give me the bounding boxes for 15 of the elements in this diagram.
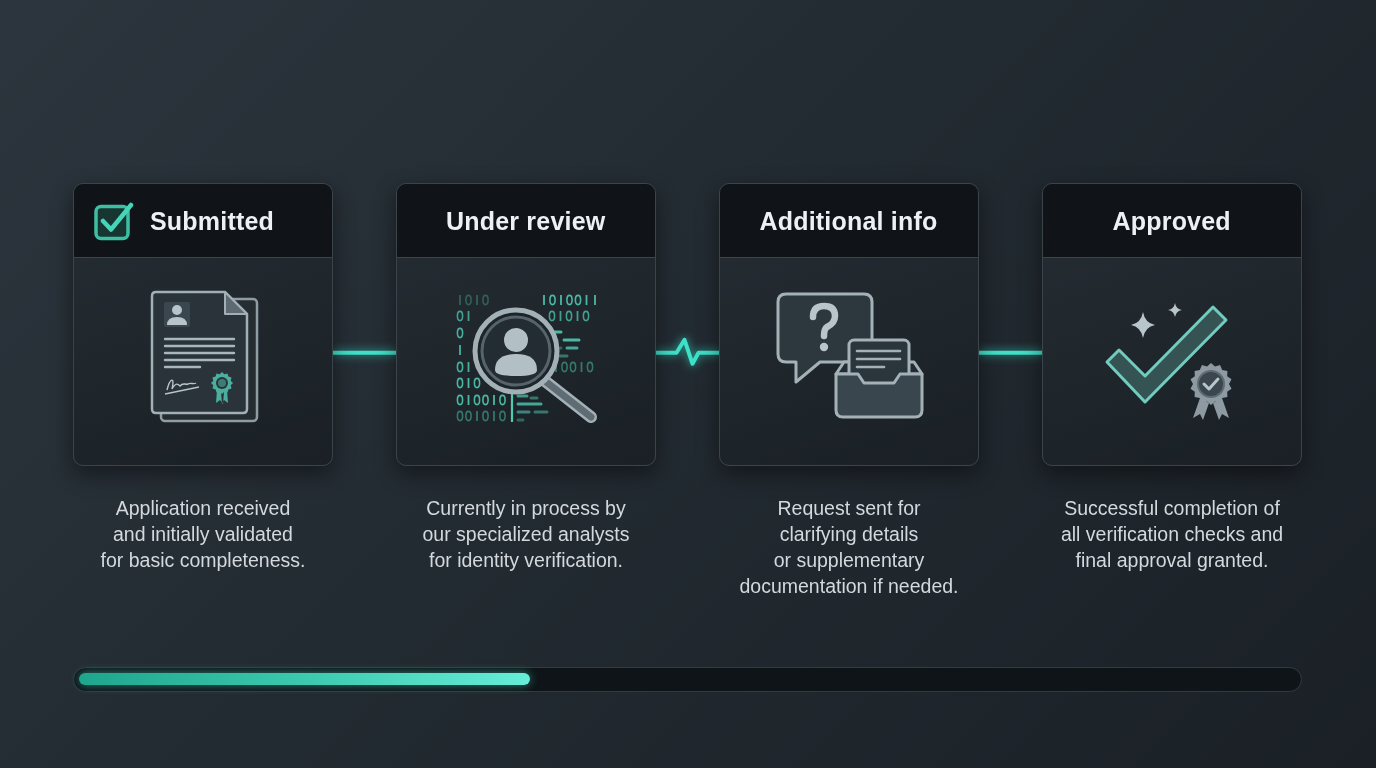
step-description: Request sent for clarifying details or supplementary documentation if needed. — [738, 496, 960, 599]
status-card — [73, 183, 333, 466]
step-title: Submitted — [150, 206, 275, 235]
step-description: Currently in process by our specialized analysts for identity verification. — [421, 496, 631, 573]
step-title: Under review — [446, 206, 606, 235]
connector-line — [333, 350, 396, 355]
step-description: Application received and initially validated for basic completeness. — [99, 496, 307, 573]
connector-line — [656, 337, 719, 366]
status-card — [396, 183, 656, 466]
status-card — [1042, 183, 1302, 466]
connector-line — [979, 350, 1042, 355]
step-description: Successful completion of all verification checks and final approval granted. — [1059, 496, 1285, 573]
status-card — [719, 183, 979, 466]
step-title: Additional info — [759, 206, 938, 235]
step-title: Approved — [1112, 206, 1231, 235]
